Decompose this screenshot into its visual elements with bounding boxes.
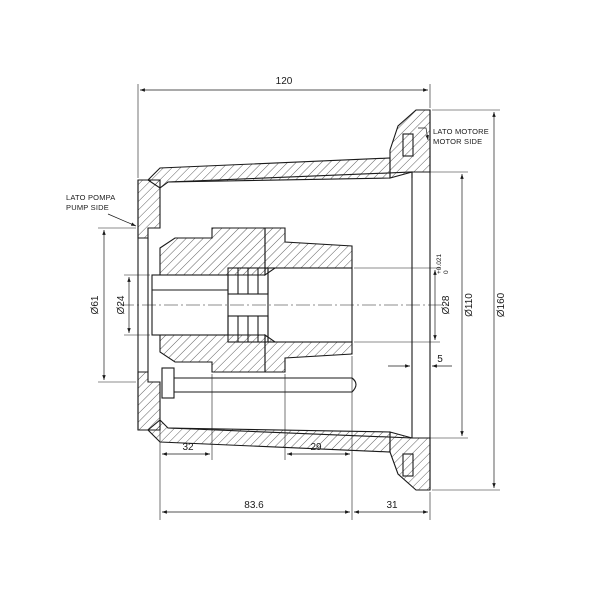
tube-body — [174, 377, 357, 393]
overall-length-text: 120 — [276, 76, 293, 87]
motor-shaft-text: Ø28 — [441, 295, 452, 314]
flange-text: Ø160 — [496, 292, 507, 317]
motor-side-en: MOTOR SIDE — [433, 137, 482, 146]
motor-side-leader — [418, 127, 429, 141]
pump-hub-lower — [159, 334, 266, 373]
pump-flange-lower-section — [137, 371, 161, 431]
flange-length-text: 31 — [386, 500, 398, 511]
pump-side-en: PUMP SIDE — [66, 203, 109, 212]
lower-bolt-hole — [402, 453, 414, 477]
motor-hub-upper — [264, 227, 353, 277]
motor-hub-lower — [264, 333, 353, 373]
upper-bolt-hole — [402, 133, 414, 157]
motor-shaft-tol-upper: +0.021 — [436, 254, 443, 274]
coupling-section — [151, 227, 353, 373]
tube-head — [161, 367, 175, 399]
pump-flange-upper-section — [137, 179, 161, 239]
bell-housing-section — [137, 109, 431, 491]
motor-hub-text: 29 — [310, 442, 322, 453]
dimension-texts: 120 Ø61 Ø24 Ø28 +0.021 0 Ø110 Ø160 5 32 … — [90, 76, 507, 511]
side-notes: LATO MOTORE MOTOR SIDE LATO POMPA PUMP S… — [66, 127, 489, 212]
pump-hub-text: 32 — [182, 442, 194, 453]
motor-shaft-tol-lower: 0 — [443, 270, 450, 274]
upper-wall-section — [147, 157, 391, 189]
body-length-text: 83.6 — [244, 500, 264, 511]
dimension-lines — [98, 84, 500, 520]
motor-side-it: LATO MOTORE — [433, 127, 489, 136]
pump-bore-text: Ø61 — [90, 295, 101, 314]
pump-side-leader — [107, 213, 137, 227]
spigot-text: Ø110 — [464, 293, 475, 317]
lower-flange-section — [389, 431, 431, 491]
upper-flange-section — [389, 109, 431, 179]
pump-shaft-text: Ø24 — [116, 295, 127, 314]
gap-text: 5 — [437, 354, 443, 365]
pump-side-it: LATO POMPA — [66, 193, 116, 202]
housing-inner-lower — [167, 427, 413, 439]
